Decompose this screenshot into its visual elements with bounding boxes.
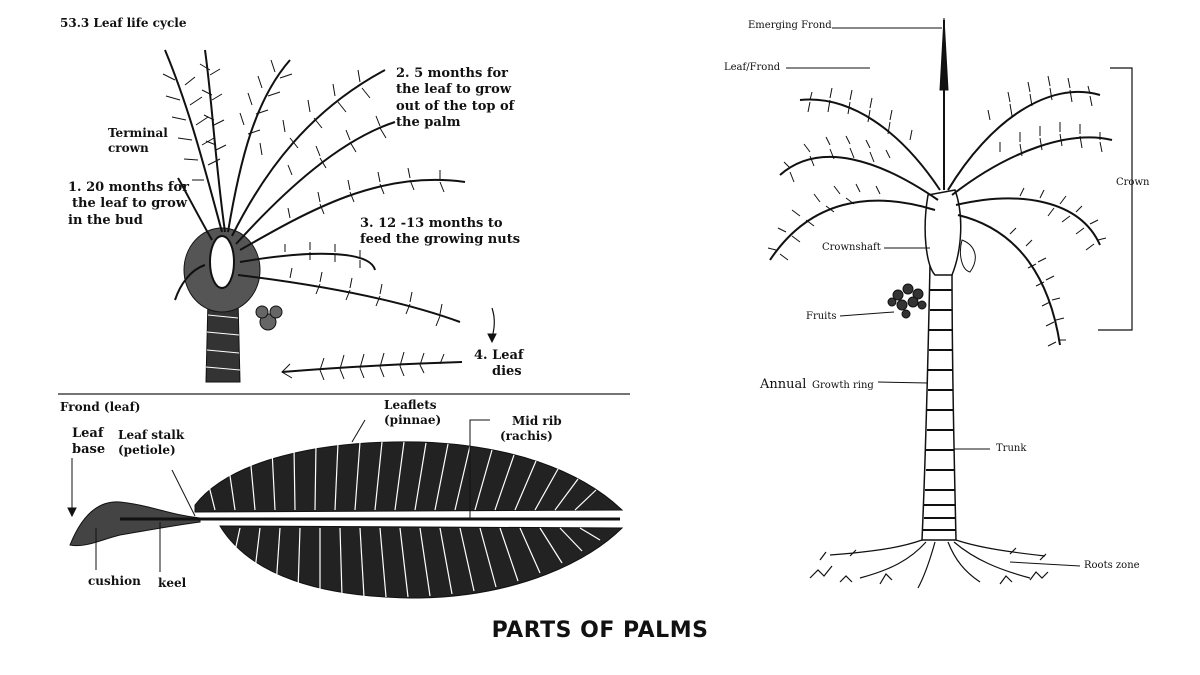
lifecycle-step2-label: 2. 5 months for the leaf to grow out of … (396, 66, 514, 131)
lifecycle-step1-label: 1. 20 months for the leaf to grow in the… (68, 180, 189, 229)
leaflets-label: Leaflets (pinnae) (384, 398, 441, 428)
step2-line1: 2. 5 months for (396, 66, 508, 81)
leaf-stalk-label: Leaf stalk (petiole) (118, 428, 184, 458)
palm-frond (947, 90, 1101, 191)
step1-line1: 1. 20 months for (68, 180, 190, 195)
lifecycle-step4-label: 4. Leaf dies (474, 348, 524, 381)
palm-frond (951, 136, 1113, 196)
palm-frond (779, 155, 939, 201)
crown-label: Crown (1116, 177, 1150, 188)
step2-line3: out of the top of (396, 98, 515, 114)
step3-line2: feed the growing nuts (360, 232, 521, 248)
mid-rib-line2: (rachis) (500, 429, 553, 443)
roots-zone-label: Roots zone (1084, 560, 1140, 571)
frond-title: Frond (leaf) (60, 400, 141, 414)
palm-roots (809, 539, 1049, 589)
mid-rib-label: Mid rib (rachis) (500, 414, 562, 444)
palm-tree-illustration (767, 17, 1133, 589)
annual-label: Annual (760, 377, 807, 392)
page-title: PARTS OF PALMS (491, 618, 709, 643)
frond-upper-leaflets (194, 441, 624, 513)
step4-line2: dies (492, 364, 522, 380)
leaf-base-label: Leaf base (72, 426, 105, 459)
palm-frond (799, 98, 941, 191)
frond-illustration (67, 419, 624, 599)
growth-ring-leader (877, 381, 929, 384)
palm-frond (957, 214, 1061, 346)
cushion-label: cushion (88, 574, 141, 588)
crown-bracket (1098, 67, 1133, 331)
crownshaft-label: Crownshaft (822, 242, 881, 253)
step1-line3: in the bud (68, 212, 143, 228)
leaf-stalk-line1: Leaf stalk (118, 428, 185, 442)
step1-line2: the leaf to grow (72, 196, 188, 212)
step4-line1: 4. Leaf (474, 348, 524, 363)
frond-leaf-base (69, 501, 201, 547)
dying-leaf (281, 351, 463, 381)
step2-line2: the leaf to grow (396, 82, 512, 98)
leaflets-pointer (351, 419, 366, 443)
step2-line4: the palm (396, 114, 461, 130)
growth-ring-label: Growth ring (812, 380, 874, 391)
fruits-leader (839, 311, 895, 317)
keel-label: keel (158, 576, 187, 590)
leaf-base-line1: Leaf (72, 426, 104, 441)
palm-frond (955, 197, 1101, 246)
mid-rib-line1: Mid rib (512, 414, 562, 428)
leaf-base-line2: base (72, 442, 106, 458)
roots-zone-leader (1009, 561, 1081, 567)
terminal-crown-label: Terminal crown (108, 126, 168, 156)
palm-fruits (887, 283, 927, 319)
mid-rib-pointer (469, 419, 490, 518)
palm-trunk (921, 264, 957, 541)
annual-growth-ring-label: Annual Growth ring (760, 373, 874, 393)
lifecycle-step3-label: 3. 12 -13 months to feed the growing nut… (360, 216, 520, 249)
lifecycle-bud (209, 235, 235, 289)
leaf-stalk-pointer (171, 469, 196, 517)
fruits-label: Fruits (806, 311, 837, 322)
emerging-frond-label: Emerging Frond (748, 20, 832, 31)
trunk-label: Trunk (996, 443, 1027, 454)
terminal-crown-line2: crown (108, 141, 149, 155)
lifecycle-palm-illustration (162, 49, 497, 383)
leaflets-line2: (pinnae) (384, 413, 442, 427)
leaflets-line1: Leaflets (384, 398, 437, 412)
step3-line1: 3. 12 -13 months to (360, 216, 503, 231)
leaf-stalk-line2: (petiole) (118, 443, 176, 457)
palm-crownshaft (924, 189, 962, 276)
leaf-frond-label: Leaf/Frond (724, 62, 781, 73)
terminal-crown-line1: Terminal (108, 126, 168, 140)
lifecycle-title: 53.3 Leaf life cycle (60, 16, 187, 30)
palm-frond (769, 199, 936, 261)
